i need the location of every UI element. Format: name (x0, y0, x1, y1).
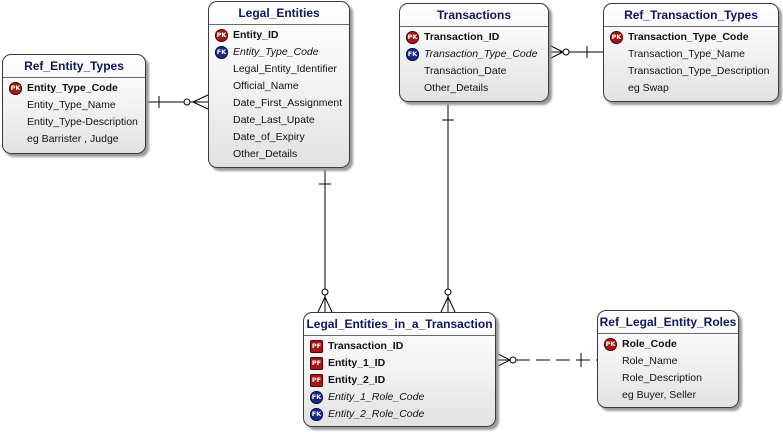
attribute-row: PK Entity_Type_Code (3, 80, 145, 97)
attribute-row: Date_of_Expiry (209, 129, 349, 146)
attribute-name: Entity_1_Role_Code (328, 391, 425, 403)
attribute-row: Role_Description (598, 370, 738, 387)
attribute-name: Date_First_Assignment (233, 97, 343, 109)
primary-foreign-key-icon: PF (310, 374, 323, 387)
attribute-row: Transaction_Type_Description (604, 63, 778, 80)
entity-title: Transactions (400, 4, 548, 27)
primary-key-icon: PK (610, 31, 623, 44)
attribute-row: eg Swap (604, 80, 778, 97)
attribute-name: Transaction_Type_Name (628, 48, 745, 60)
entity-title: Ref_Legal_Entity_Roles (598, 311, 738, 334)
attribute-name: Entity_Type-Description (27, 116, 138, 128)
foreign-key-icon: FK (310, 408, 323, 421)
attribute-name: Transaction_ID (424, 31, 500, 43)
attribute-row: FK Entity_Type_Code (209, 44, 349, 61)
attribute-row: PK Role_Code (598, 336, 738, 353)
primary-key-icon: PK (215, 29, 228, 42)
primary-key-icon: PK (604, 338, 617, 351)
attribute-name: Date_Last_Upate (233, 114, 315, 126)
attribute-row: FK Entity_1_Role_Code (304, 389, 495, 406)
attribute-name: eg Barrister , Judge (27, 133, 119, 145)
attribute-row: PF Entity_1_ID (304, 355, 495, 372)
attribute-name: Transaction_Date (424, 65, 507, 77)
attribute-row: PK Transaction_ID (400, 29, 548, 46)
entity-legal-entities-in-a-transaction[interactable]: Legal_Entities_in_a_Transaction PF Transa… (303, 312, 496, 427)
foreign-key-icon: FK (310, 391, 323, 404)
attribute-name: Transaction_ID (328, 340, 404, 352)
rel-transactions-to-link (440, 103, 456, 313)
attribute-row: eg Barrister , Judge (3, 131, 145, 148)
attribute-row: Entity_Type_Name (3, 97, 145, 114)
attribute-name: Entity_2_Role_Code (328, 408, 425, 420)
attribute-name: Role_Description (622, 372, 702, 384)
attribute-name: Entity_1_ID (328, 357, 386, 369)
attribute-row: Transaction_Date (400, 63, 548, 80)
entity-title: Legal_Entities (209, 2, 349, 25)
attribute-name: Entity_ID (233, 29, 279, 41)
entity-title: Ref_Transaction_Types (604, 4, 778, 27)
attribute-name: Transaction_Type_Code (424, 48, 538, 60)
attribute-row: Other_Details (400, 80, 548, 97)
attribute-row: PF Entity_2_ID (304, 372, 495, 389)
attribute-row: PK Entity_ID (209, 27, 349, 44)
foreign-key-icon: FK (215, 46, 228, 59)
attribute-row: FK Transaction_Type_Code (400, 46, 548, 63)
entity-rows: PF Transaction_ID PF Entity_1_ID PF Entity_2_… (304, 336, 495, 423)
attribute-row: Other_Details (209, 146, 349, 163)
attribute-name: Role_Name (622, 355, 678, 367)
attribute-name: Transaction_Type_Code (628, 31, 749, 43)
attribute-name: Date_of_Expiry (233, 131, 305, 143)
attribute-row: Date_Last_Upate (209, 112, 349, 129)
attribute-name: Other_Details (233, 148, 298, 160)
attribute-row: eg Buyer, Seller (598, 387, 738, 404)
attribute-name: eg Swap (628, 82, 669, 94)
attribute-row: PK Transaction_Type_Code (604, 29, 778, 46)
attribute-name: Legal_Entity_Identifier (233, 63, 337, 75)
attribute-name: Entity_2_ID (328, 374, 386, 386)
attribute-name: Entity_Type_Name (27, 99, 116, 111)
attribute-row: Transaction_Type_Name (604, 46, 778, 63)
attribute-name: Transaction_Type_Description (628, 65, 770, 77)
attribute-name: Entity_Type_Code (233, 46, 319, 58)
entity-transactions[interactable]: Transactions PK Transaction_ID FK Transacti… (399, 3, 549, 102)
attribute-row: FK Entity_2_Role_Code (304, 406, 495, 423)
attribute-name: Entity_Type_Code (27, 82, 118, 94)
attribute-row: PF Transaction_ID (304, 338, 495, 355)
primary-key-icon: PK (9, 82, 22, 95)
attribute-row: Date_First_Assignment (209, 95, 349, 112)
rel-roles-to-link (495, 352, 597, 368)
entity-legal-entities[interactable]: Legal_Entities PK Entity_ID FK Entity_Type_… (208, 1, 350, 168)
rel-entity-types-to-legal-entities (146, 94, 209, 110)
attribute-row: Legal_Entity_Identifier (209, 61, 349, 78)
primary-foreign-key-icon: PF (310, 357, 323, 370)
attribute-row: Entity_Type-Description (3, 114, 145, 131)
primary-key-icon: PK (406, 31, 419, 44)
rel-legal-entities-to-link (317, 168, 333, 313)
attribute-name: Other_Details (424, 82, 489, 94)
attribute-name: Official_Name (233, 80, 299, 92)
entity-title: Ref_Entity_Types (3, 55, 145, 78)
primary-foreign-key-icon: PF (310, 340, 323, 353)
rel-transaction-types-to-transactions (548, 44, 603, 60)
attribute-name: eg Buyer, Seller (622, 389, 697, 401)
foreign-key-icon: FK (406, 48, 419, 61)
attribute-row: Official_Name (209, 78, 349, 95)
attribute-name: Role_Code (622, 338, 677, 350)
entity-title: Legal_Entities_in_a_Transaction (304, 313, 495, 336)
attribute-row: Role_Name (598, 353, 738, 370)
entity-ref-transaction-types[interactable]: Ref_Transaction_Types PK Transaction_Type… (603, 3, 779, 102)
